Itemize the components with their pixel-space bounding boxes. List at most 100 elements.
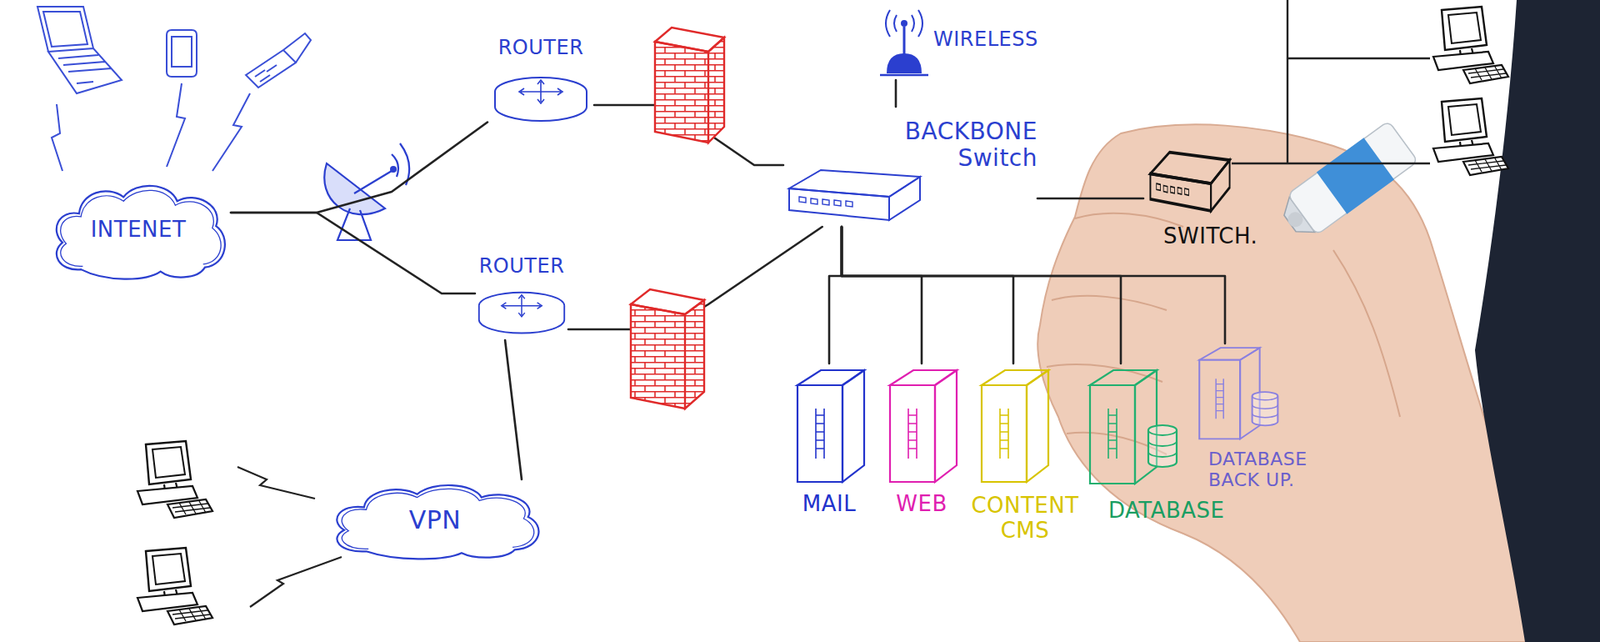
node-label: CONTENT CMS xyxy=(966,493,1084,544)
computer xyxy=(137,547,213,625)
marker-pen xyxy=(1274,120,1419,245)
db-icon xyxy=(1193,345,1281,444)
db-stroke xyxy=(1252,391,1279,425)
cloud-stroke xyxy=(341,488,535,549)
node-label: BACKBONE Switch xyxy=(850,118,1038,172)
mobile-phone xyxy=(245,33,311,88)
router-stroke xyxy=(501,295,542,317)
firewall-top xyxy=(655,27,725,52)
network-link xyxy=(841,226,1121,364)
antenna-stroke xyxy=(885,10,923,37)
db-stroke xyxy=(1090,385,1135,484)
dish-feed xyxy=(390,165,397,173)
server-icon xyxy=(790,366,868,485)
server-stroke xyxy=(1026,370,1049,482)
database-server: DATABASE xyxy=(1083,363,1242,527)
router-node: ROUTER xyxy=(487,36,595,130)
box-stroke xyxy=(1150,173,1211,211)
node-label: MAIL xyxy=(802,491,856,517)
box-stroke xyxy=(799,196,853,207)
antenna-stroke xyxy=(886,53,922,74)
server-stroke xyxy=(842,370,865,482)
computer xyxy=(137,440,213,518)
box-icon xyxy=(1148,148,1232,217)
server-stroke xyxy=(890,385,935,482)
node-label: DATABASE BACK UP. xyxy=(1208,448,1330,491)
server-icon xyxy=(883,366,960,485)
network-link xyxy=(841,226,922,364)
db-stroke xyxy=(1108,408,1117,459)
database-backup: DATABASE BACK UP. xyxy=(1191,343,1333,502)
antenna-stroke xyxy=(900,20,908,27)
firewall-ground xyxy=(655,27,725,143)
box-stroke xyxy=(889,176,920,220)
suit-sleeve xyxy=(1475,0,1600,642)
network-link xyxy=(505,340,522,480)
db-stroke xyxy=(1148,425,1177,467)
wireless-link xyxy=(51,83,250,171)
network-link xyxy=(1037,197,1144,200)
server-icon xyxy=(975,366,1052,485)
db-stroke xyxy=(1215,378,1224,419)
db-stroke xyxy=(1199,360,1240,440)
satellite-dish xyxy=(324,163,385,215)
cms-server: CONTENT CMS xyxy=(966,363,1087,550)
node-label: ROUTER xyxy=(498,36,585,60)
network-link xyxy=(895,80,898,107)
router-icon xyxy=(492,75,590,127)
box-icon xyxy=(785,166,924,225)
node-label: SWITCH. xyxy=(1163,224,1258,250)
antenna-icon xyxy=(875,3,934,80)
antenna-stroke xyxy=(903,26,906,55)
server-stroke xyxy=(797,385,843,482)
backbone-switch: BACKBONE Switch xyxy=(783,106,1038,227)
node-label: INTENET xyxy=(90,217,187,243)
computer xyxy=(1433,6,1509,84)
firewall-ground xyxy=(630,289,705,409)
lan-wire xyxy=(1231,0,1430,164)
db-icon xyxy=(1083,366,1180,490)
dish-mount xyxy=(337,143,410,240)
db-stroke xyxy=(1148,430,1177,457)
network-link xyxy=(230,212,475,294)
marker-nib xyxy=(1285,209,1306,230)
server-stroke xyxy=(935,370,957,482)
network-link xyxy=(230,122,488,214)
marker-body xyxy=(1287,120,1419,235)
server-stroke xyxy=(1000,408,1009,459)
box-stroke xyxy=(789,188,890,220)
vpn-cloud: VPN xyxy=(324,479,546,561)
web-server: WEB xyxy=(880,363,964,520)
router-stroke xyxy=(519,80,563,104)
node-label: ROUTER xyxy=(479,255,565,279)
network-link xyxy=(829,226,842,364)
cloud-stroke xyxy=(336,485,539,559)
mail-server: MAIL xyxy=(787,363,871,520)
marker-band xyxy=(1316,137,1395,214)
box-stroke xyxy=(1210,160,1230,211)
antenna-stroke xyxy=(880,74,929,77)
node-label: WIRELESS xyxy=(933,28,1039,52)
firewall-top xyxy=(630,289,705,315)
server-stroke xyxy=(908,408,917,459)
db-stroke xyxy=(1252,395,1279,418)
switch-node: SWITCH. xyxy=(1143,143,1285,254)
network-link xyxy=(841,226,1014,364)
cloud-stroke xyxy=(56,185,225,280)
router-icon xyxy=(476,290,567,339)
computer xyxy=(1433,98,1509,175)
server-stroke xyxy=(815,408,825,459)
wireless-node: WIRELESS xyxy=(875,3,1050,80)
box-stroke xyxy=(1156,183,1190,195)
server-stroke xyxy=(981,385,1027,482)
laptop xyxy=(37,6,122,94)
firewall xyxy=(655,37,725,143)
hand-creases xyxy=(1046,213,1400,455)
smartphone xyxy=(166,30,197,77)
vpn-client-link xyxy=(237,466,342,607)
internet-cloud: INTENET xyxy=(45,178,231,282)
